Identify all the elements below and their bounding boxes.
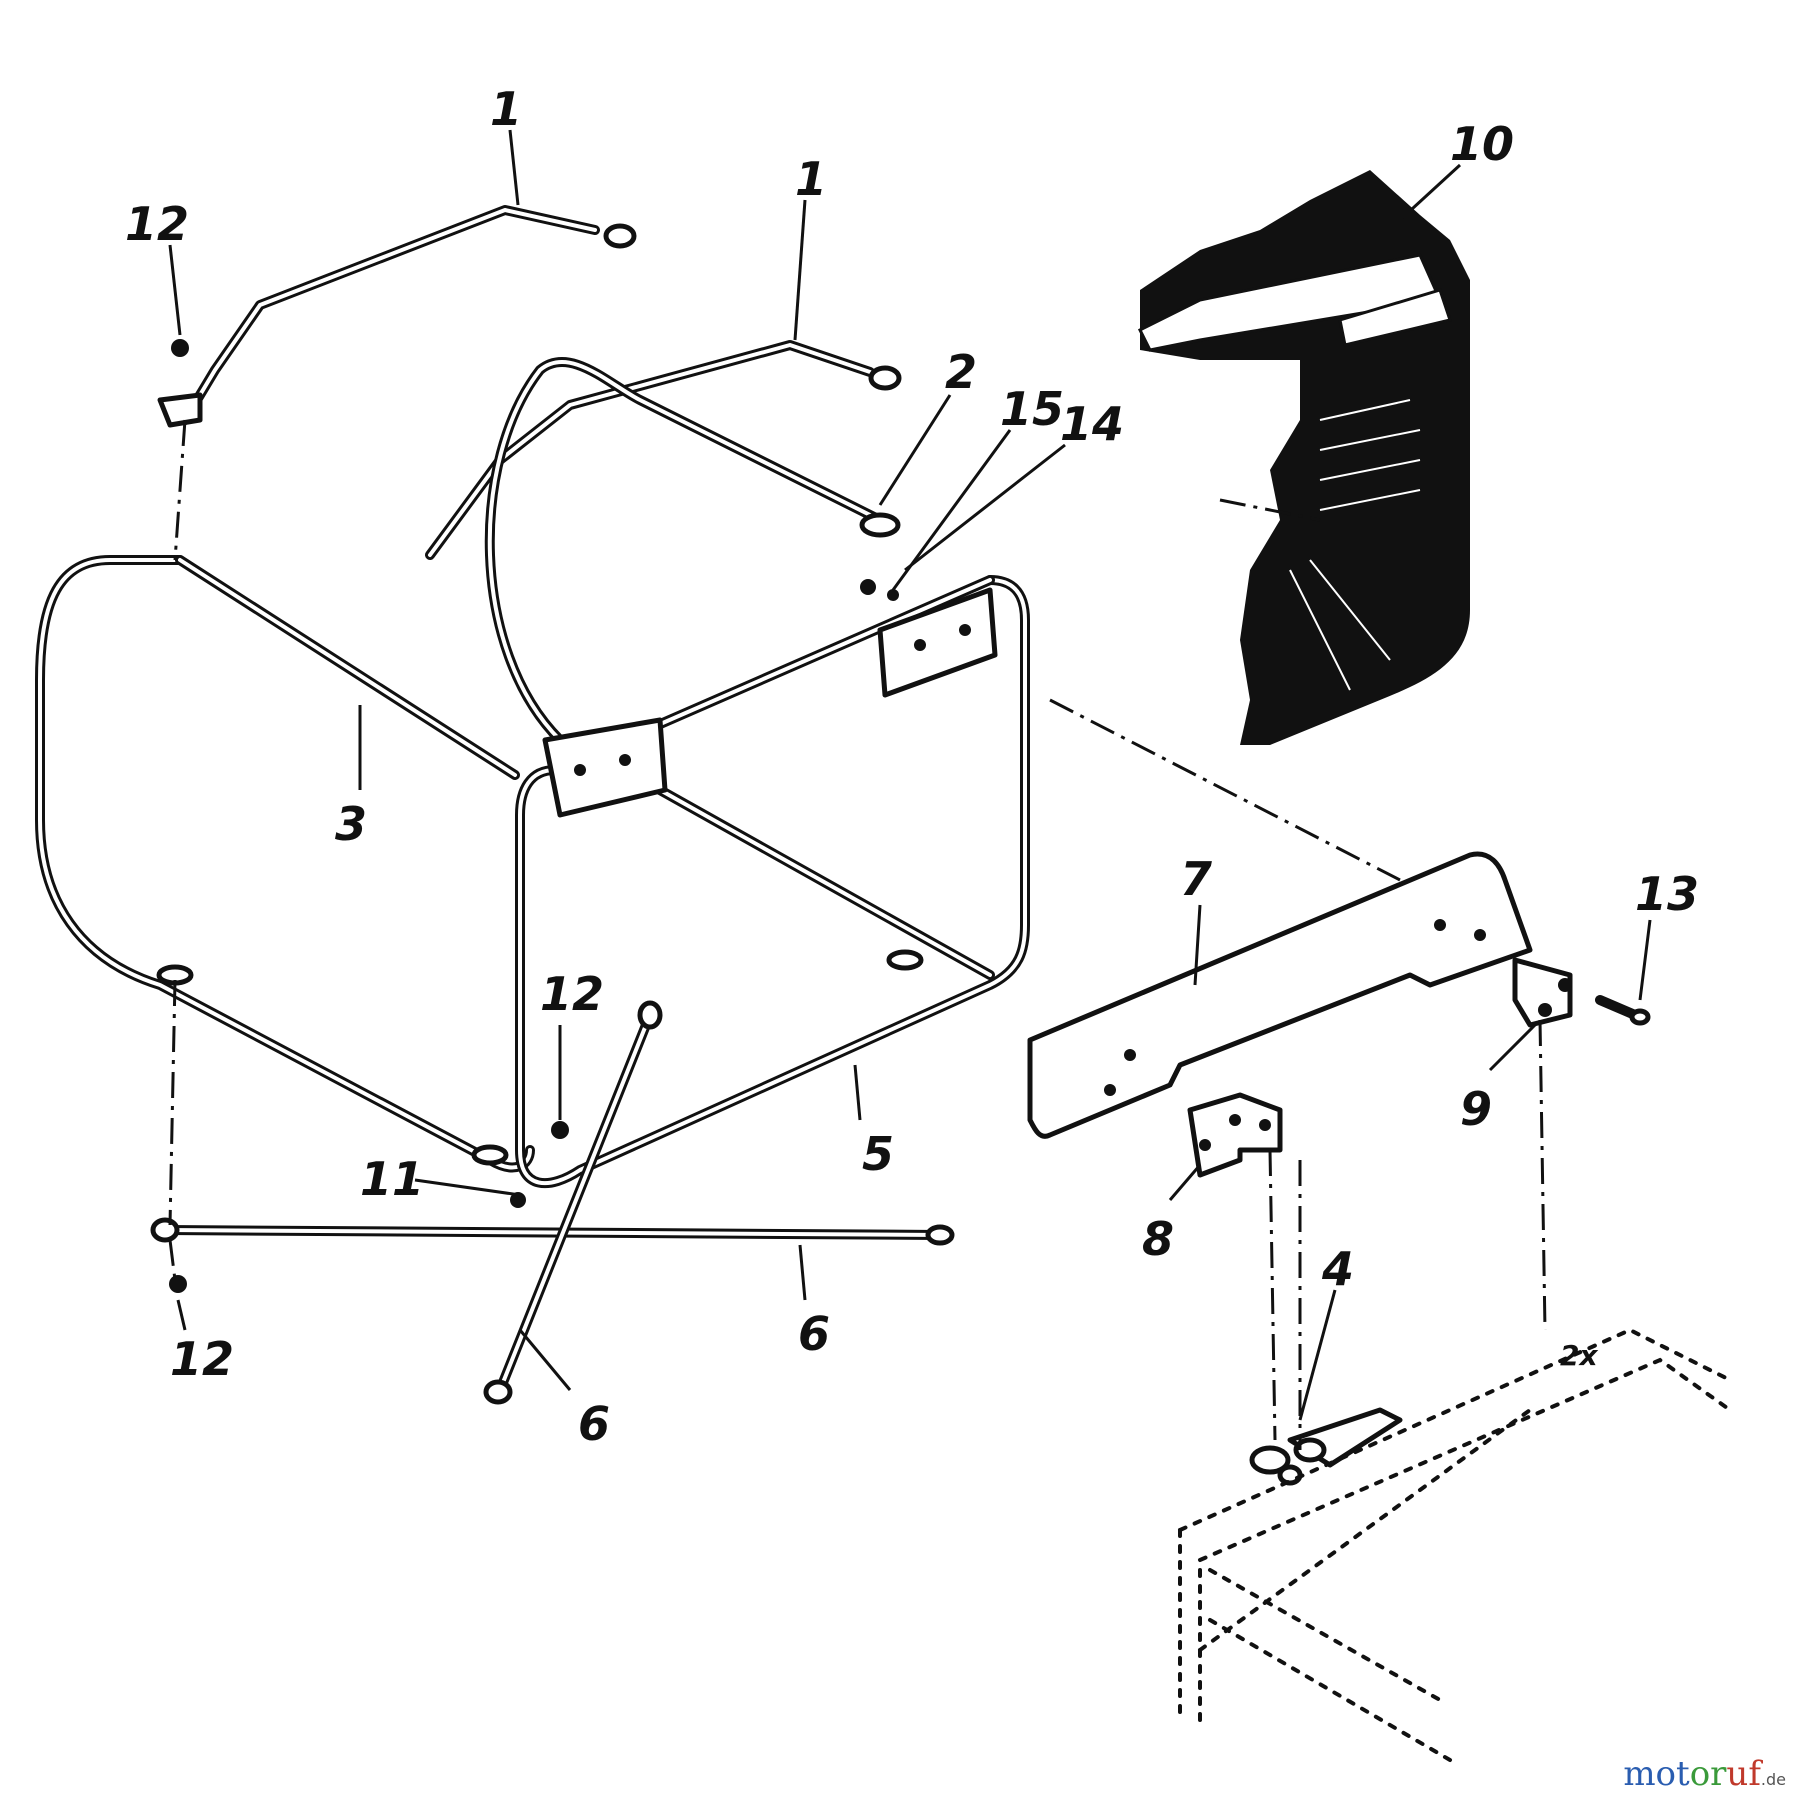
mower-body-outline: [1178, 1327, 1732, 1762]
label-1a: 1: [490, 82, 522, 136]
callout-labels: 1 1 2 3 4 5 6 6 7 8 9 10 11 12 12 12 13 …: [125, 82, 1699, 1451]
part-1-right-rod: [425, 340, 902, 560]
watermark-part-c: uf: [1726, 1754, 1761, 1794]
watermark-suffix: .de: [1760, 1770, 1786, 1789]
label-12a: 12: [125, 197, 189, 251]
label-13: 13: [1635, 867, 1699, 921]
label-1b: 1: [795, 152, 827, 206]
label-6b: 6: [578, 1397, 610, 1451]
part-7-mount-plate: [1027, 851, 1533, 1139]
watermark-part-b: or: [1689, 1754, 1727, 1794]
part-4-latch: [1249, 1407, 1403, 1486]
part-1-left-rod: [157, 205, 637, 428]
fasteners: [169, 339, 899, 1293]
assembly-lines: [168, 419, 1547, 1450]
part-13-bolt: [1595, 995, 1651, 1026]
label-5: 5: [862, 1127, 894, 1181]
label-10: 10: [1450, 117, 1514, 171]
label-2: 2: [945, 345, 977, 399]
part-9-clip: [1512, 957, 1573, 1028]
part-5-main-frame: [515, 575, 1030, 1188]
part-10-grass-bag: [1137, 170, 1470, 745]
label-14: 14: [1060, 397, 1124, 451]
watermark-part-a: mot: [1623, 1754, 1690, 1794]
label-4: 4: [1321, 1242, 1354, 1296]
label-11: 11: [360, 1152, 424, 1206]
part-2-arched-rod: [484, 357, 901, 745]
leader-lines: [168, 129, 1652, 1421]
label-9: 9: [1460, 1082, 1492, 1136]
label-8: 8: [1142, 1212, 1174, 1266]
label-12b: 12: [540, 967, 604, 1021]
part-8-bracket: [1187, 1092, 1283, 1178]
part-6-brace-rods: [150, 1000, 955, 1405]
part-3-left-frame: [35, 555, 535, 1173]
label-6a: 6: [798, 1307, 830, 1361]
mount-mark-2x: 2x: [1560, 1339, 1598, 1372]
label-3: 3: [335, 797, 367, 851]
label-12c: 12: [170, 1332, 234, 1386]
label-15: 15: [1000, 382, 1064, 436]
label-7: 7: [1180, 852, 1212, 906]
site-watermark: motoruf.de: [1623, 1754, 1786, 1794]
